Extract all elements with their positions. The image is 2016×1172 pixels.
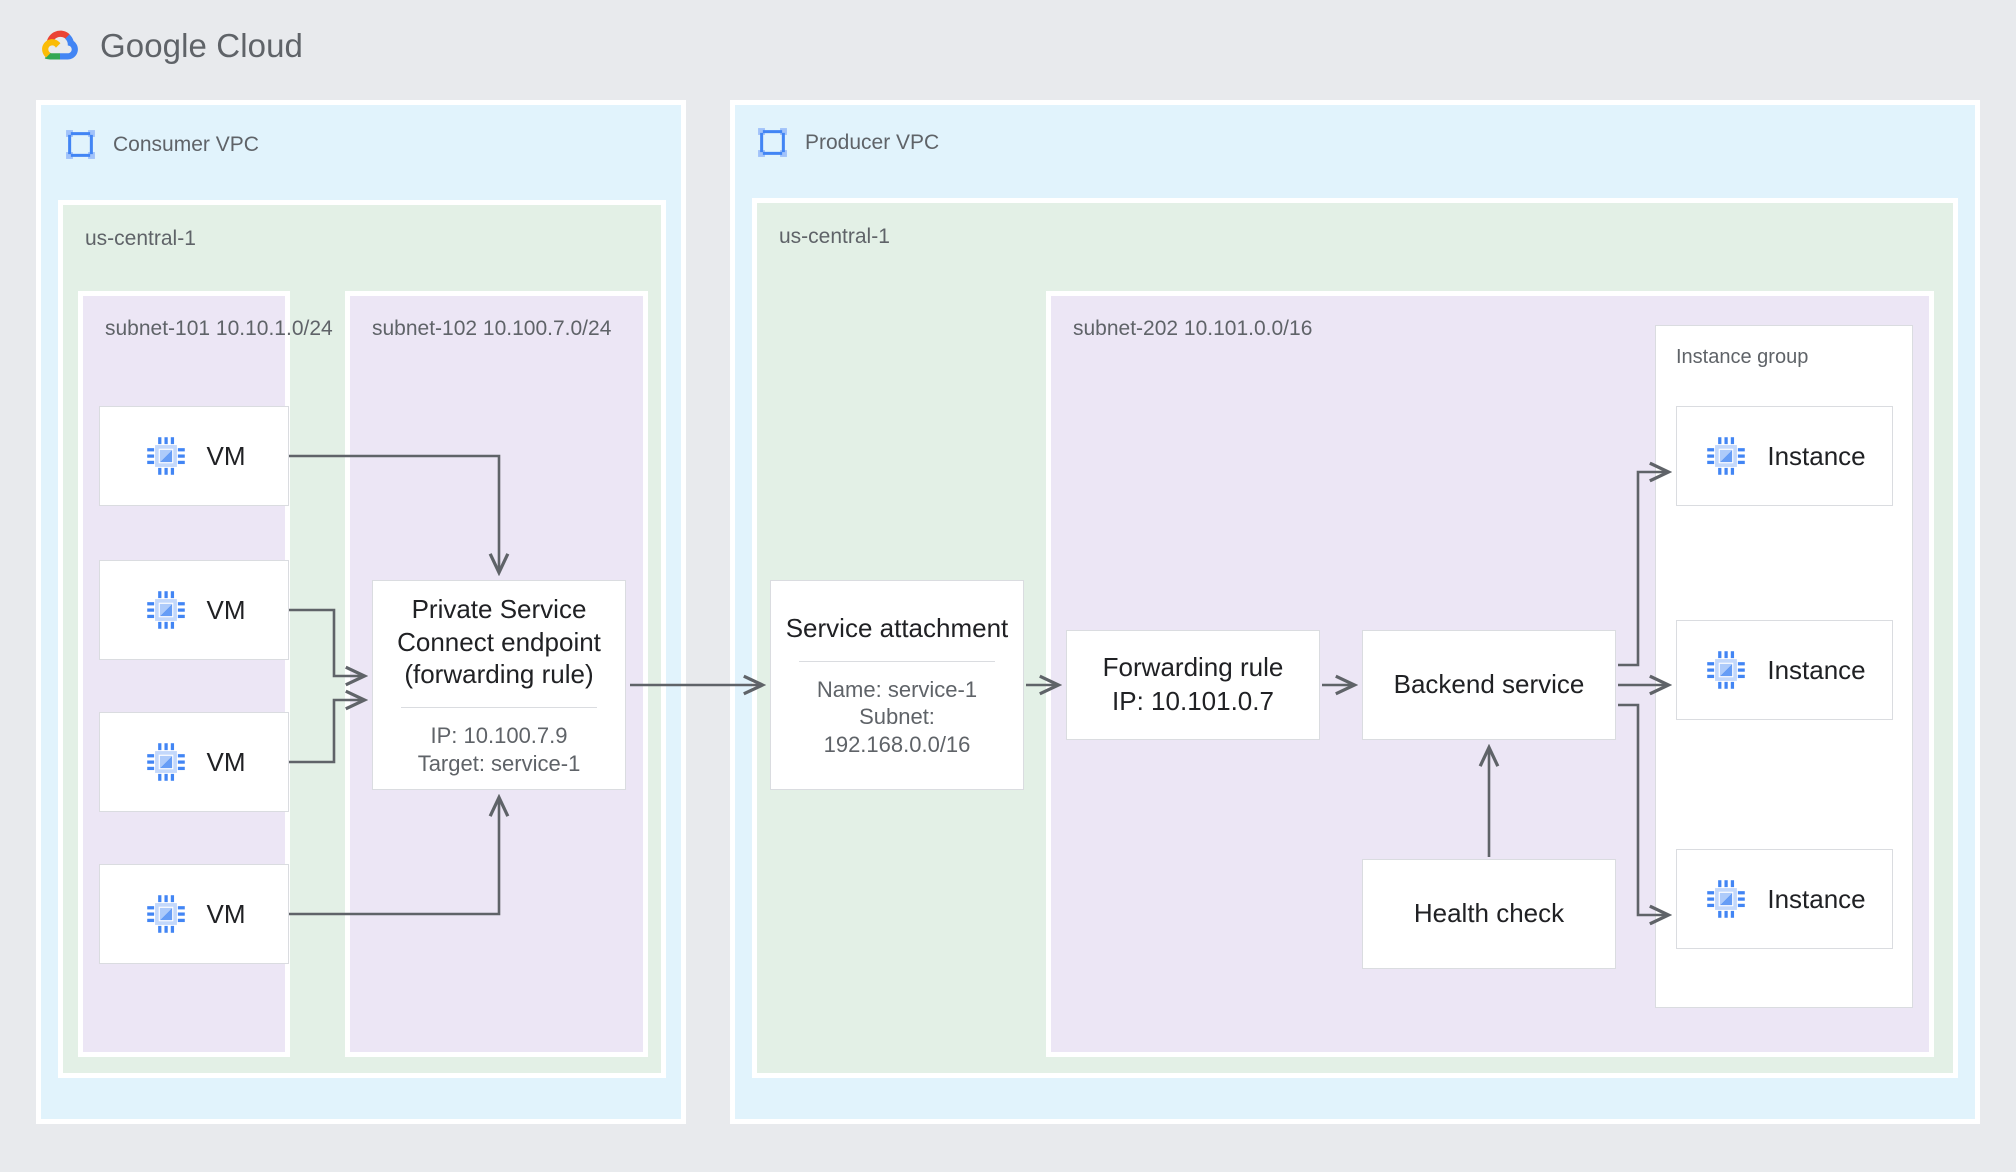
psc-endpoint-title: Private Service Connect endpoint (forwar… [397, 593, 601, 690]
producer-vpc-label: Producer VPC [805, 130, 940, 154]
backend-service-title: Backend service [1393, 669, 1585, 700]
service-attachment-title: Service attachment [785, 612, 1009, 643]
instance-label: Instance [1767, 654, 1866, 685]
instance-box-1[interactable]: Instance [1676, 406, 1893, 506]
vm-chip-icon [146, 591, 185, 629]
forwarding-rule-title: Forwarding rule IP: 10.101.0.7 [1102, 652, 1284, 716]
consumer-vpc-label: Consumer VPC [113, 132, 259, 156]
subnet-101-label: subnet-101 10.10.1.0/24 [105, 317, 333, 340]
vm-chip-icon [1707, 651, 1746, 689]
vm-label: VM [206, 746, 246, 777]
vm-chip-icon [146, 895, 185, 933]
consumer-region-label: us-central-1 [85, 227, 196, 250]
instance-box-2[interactable]: Instance [1676, 620, 1893, 720]
instance-group-label: Instance group [1676, 346, 1809, 368]
health-check-title: Health check [1413, 898, 1565, 929]
brand-header: Google Cloud [36, 26, 303, 66]
vm-box-3[interactable]: VM [99, 712, 289, 812]
producer-vpc-header: Producer VPC [756, 126, 939, 159]
vpc-network-icon [758, 128, 787, 157]
psc-endpoint-box[interactable]: Private Service Connect endpoint (forwar… [372, 580, 626, 790]
vm-chip-icon [1707, 880, 1746, 918]
brand-name: Google Cloud [100, 27, 304, 64]
service-attachment-box[interactable]: Service attachment Name: service-1 Subne… [770, 580, 1024, 790]
subnet-202-label: subnet-202 10.101.0.0/16 [1073, 317, 1313, 340]
forwarding-rule-box[interactable]: Forwarding rule IP: 10.101.0.7 [1066, 630, 1320, 740]
service-attachment-details: Name: service-1 Subnet: 192.168.0.0/16 [816, 676, 978, 757]
vm-box-4[interactable]: VM [99, 864, 289, 964]
producer-region-label: us-central-1 [779, 225, 890, 248]
vm-box-2[interactable]: VM [99, 560, 289, 660]
vm-chip-icon [146, 743, 185, 781]
vm-chip-icon [1707, 437, 1746, 475]
vm-label: VM [206, 440, 246, 471]
vpc-network-icon [66, 130, 95, 159]
subnet-102-label: subnet-102 10.100.7.0/24 [372, 317, 612, 340]
psc-endpoint-details: IP: 10.100.7.9 Target: service-1 [417, 723, 581, 776]
backend-service-box[interactable]: Backend service [1362, 630, 1616, 740]
vm-chip-icon [146, 437, 185, 475]
consumer-vpc-header: Consumer VPC [64, 128, 259, 161]
google-cloud-logo [42, 30, 78, 60]
service-attachment-divider [798, 660, 996, 662]
health-check-box[interactable]: Health check [1362, 859, 1616, 969]
vm-label: VM [206, 898, 246, 929]
instance-label: Instance [1767, 883, 1866, 914]
vm-box-1[interactable]: VM [99, 406, 289, 506]
instance-box-3[interactable]: Instance [1676, 849, 1893, 949]
psc-endpoint-divider [400, 707, 598, 709]
vm-label: VM [206, 594, 246, 625]
instance-label: Instance [1767, 440, 1866, 471]
